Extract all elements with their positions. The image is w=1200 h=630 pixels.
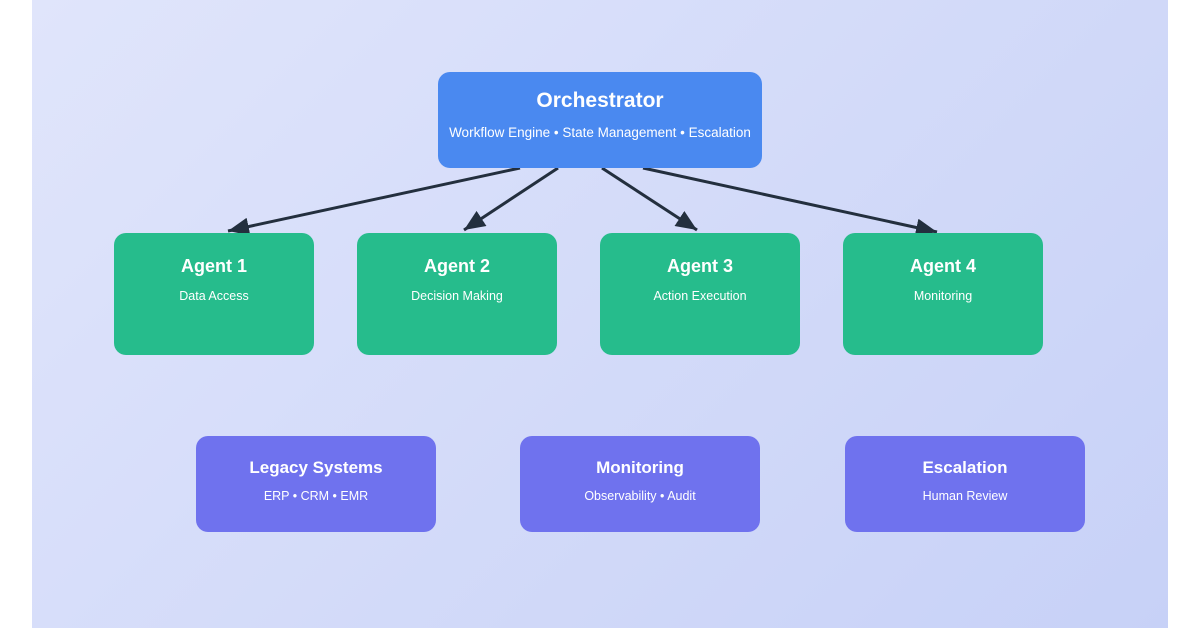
agent-2-node: Agent 2 Decision Making — [357, 233, 557, 355]
escalation-title: Escalation — [922, 458, 1008, 477]
legacy-systems-title: Legacy Systems — [249, 458, 383, 477]
orchestrator-subtitle: Workflow Engine • State Management • Esc… — [449, 125, 751, 140]
agent-2-title: Agent 2 — [423, 256, 490, 276]
agent-2-subtitle: Decision Making — [411, 289, 503, 303]
monitoring-title: Monitoring — [596, 458, 684, 477]
orchestrator-node: Orchestrator Workflow Engine • State Man… — [438, 72, 762, 168]
agent-3-subtitle: Action Execution — [653, 289, 747, 303]
agent-3-title: Agent 3 — [666, 256, 733, 276]
agent-1-title: Agent 1 — [180, 256, 247, 276]
monitoring-node: Monitoring Observability • Audit — [520, 436, 760, 532]
agent-1-node: Agent 1 Data Access — [114, 233, 314, 355]
monitoring-subtitle: Observability • Audit — [584, 489, 696, 503]
legacy-systems-subtitle: ERP • CRM • EMR — [263, 489, 369, 503]
legacy-systems-node: Legacy Systems ERP • CRM • EMR — [196, 436, 436, 532]
orchestrator-title: Orchestrator — [536, 89, 664, 112]
escalation-node: Escalation Human Review — [845, 436, 1085, 532]
escalation-subtitle: Human Review — [922, 489, 1008, 503]
agent-4-subtitle: Monitoring — [913, 289, 973, 303]
agent-3-node: Agent 3 Action Execution — [600, 233, 800, 355]
agent-4-node: Agent 4 Monitoring — [843, 233, 1043, 355]
agent-1-subtitle: Data Access — [179, 289, 249, 303]
agent-4-title: Agent 4 — [909, 256, 976, 276]
